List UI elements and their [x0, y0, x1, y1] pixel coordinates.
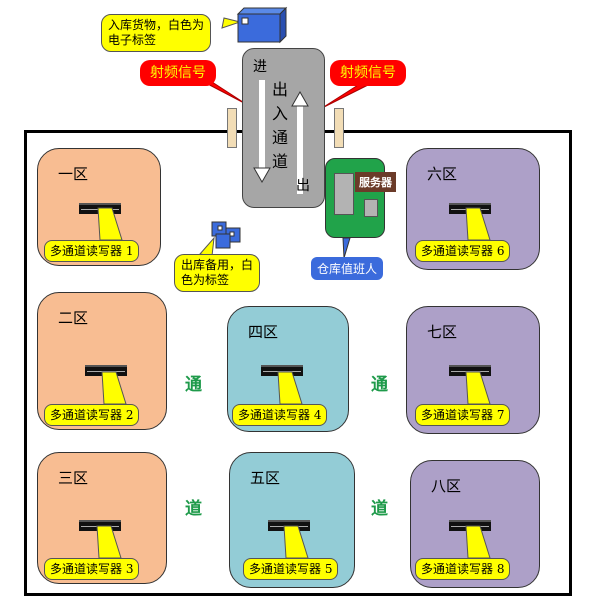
outbound-backup-note: 出库备用，白 色为标签	[174, 254, 261, 292]
zone-4-name: 四区	[248, 323, 279, 341]
outbound-note-line1: 出库备用，白	[181, 258, 254, 272]
reader-label-4: 多通道读写器 4	[232, 404, 328, 426]
rf-signal-right: 射频信号	[330, 60, 406, 86]
reader-label-6: 多通道读写器 6	[415, 240, 511, 262]
outbound-note-line2: 色为标签	[181, 273, 230, 287]
door-out-label: 出	[296, 178, 310, 194]
reader-label-8: 多通道读写器 8	[415, 558, 511, 580]
rf-signal-left: 射频信号	[140, 60, 216, 86]
inbound-goods-note: 入库货物，白色为 电子标签	[101, 14, 212, 52]
zone-7-name: 七区	[427, 323, 458, 341]
aisle-label-right-1: 通	[371, 375, 388, 395]
reader-label-3: 多通道读写器 3	[44, 558, 140, 580]
zone-6-name: 六区	[427, 165, 458, 183]
warehouse-duty-label: 仓库值班人	[311, 257, 384, 280]
right-antenna	[334, 108, 344, 148]
reader-label-7: 多通道读写器 7	[415, 404, 511, 426]
left-antenna	[227, 108, 237, 148]
server-label: 服务器	[355, 172, 396, 192]
aisle-label-left-1: 通	[185, 375, 202, 395]
zone-8-name: 八区	[431, 477, 462, 495]
server-cabinet	[334, 173, 354, 215]
aisle-label-left-2: 道	[185, 499, 202, 519]
zone-2-name: 二区	[58, 309, 89, 327]
inbound-note-line2: 电子标签	[108, 33, 157, 47]
reader-label-1: 多通道读写器 1	[44, 240, 140, 262]
reader-label-2: 多通道读写器 2	[44, 404, 140, 426]
aisle-label-right-2: 道	[371, 499, 388, 519]
reader-label-5: 多通道读写器 5	[243, 558, 339, 580]
zone-5-name: 五区	[250, 469, 281, 487]
server-station	[325, 158, 385, 238]
zone-3-name: 三区	[58, 469, 89, 487]
door-title: 出入通道	[272, 80, 289, 171]
entrance-gate	[242, 48, 325, 208]
door-in-label: 进	[253, 59, 267, 75]
inbound-note-line1: 入库货物，白色为	[108, 18, 205, 32]
server-unit	[364, 199, 378, 217]
zone-1-name: 一区	[58, 165, 89, 183]
